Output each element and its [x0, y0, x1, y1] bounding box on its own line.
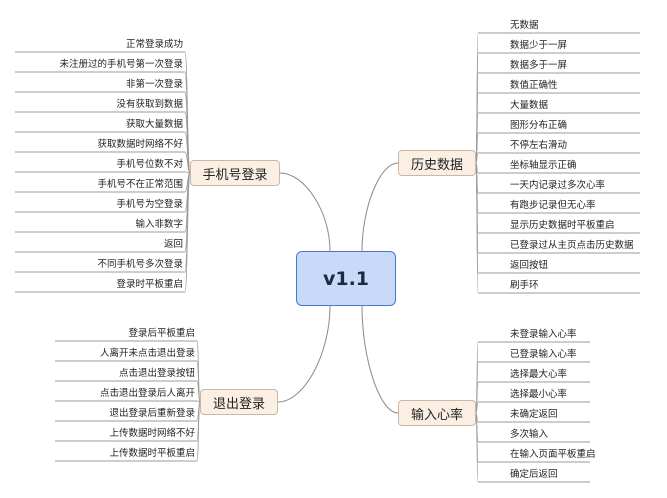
- leaf-connector: [184, 151, 191, 174]
- leaf-node[interactable]: 不同手机号多次登录: [97, 259, 183, 270]
- leaf-node[interactable]: 有跑步记录但无心率: [510, 200, 596, 211]
- leaf-node[interactable]: 确定后返回: [510, 469, 558, 480]
- leaf-node[interactable]: 登录时平板重启: [116, 279, 183, 290]
- branch-node-phone-login[interactable]: 手机号登录: [190, 160, 280, 186]
- leaf-node[interactable]: 数值正确性: [510, 80, 558, 91]
- leaf-node[interactable]: 获取大量数据: [125, 119, 183, 130]
- branch-connector: [277, 305, 331, 403]
- leaf-node[interactable]: 不停左右滑动: [510, 140, 568, 151]
- leaf-node[interactable]: 坐标轴显示正确: [510, 160, 577, 171]
- branch-node-logout[interactable]: 退出登录: [200, 389, 278, 415]
- leaf-connector: [475, 162, 479, 294]
- leaf-connector: [475, 412, 479, 483]
- leaf-node[interactable]: 已登录输入心率: [510, 349, 577, 360]
- leaf-node[interactable]: 点击退出登录按钮: [118, 368, 195, 379]
- leaf-node[interactable]: 退出登录后重新登录: [109, 408, 195, 419]
- leaf-connector: [475, 401, 479, 414]
- leaf-node[interactable]: 已登录过从主页点击历史数据: [510, 240, 634, 251]
- leaf-node[interactable]: 数据多于一屏: [510, 60, 568, 71]
- branch-label: 历史数据: [410, 157, 463, 173]
- leaf-node[interactable]: 未确定返回: [510, 409, 558, 420]
- branch-node-heart-rate-input[interactable]: 输入心率: [398, 400, 476, 426]
- branch-connector: [361, 305, 399, 414]
- leaf-node[interactable]: 未注册过的手机号第一次登录: [59, 59, 183, 70]
- leaf-node[interactable]: 选择最大心率: [510, 369, 568, 380]
- leaf-node[interactable]: 大量数据: [510, 100, 549, 111]
- leaf-node[interactable]: 上传数据时平板重启: [109, 448, 195, 459]
- leaf-node[interactable]: 获取数据时网络不好: [97, 139, 183, 150]
- leaf-node[interactable]: 数据少于一屏: [510, 40, 568, 51]
- leaf-node[interactable]: 在输入页面平板重启: [510, 449, 596, 460]
- leaf-node[interactable]: 手机号位数不对: [116, 159, 183, 170]
- leaf-node[interactable]: 输入非数字: [135, 219, 183, 230]
- branch-connector: [361, 162, 399, 252]
- leaf-node[interactable]: 人离开未点击退出登录: [99, 348, 195, 359]
- leaf-node[interactable]: 选择最小心率: [510, 389, 568, 400]
- branch-label: 输入心率: [410, 407, 463, 423]
- leaf-node[interactable]: 正常登录成功: [125, 39, 183, 50]
- leaf-connector: [184, 172, 191, 293]
- leaf-node[interactable]: 多次输入: [510, 429, 549, 440]
- leaf-connector: [196, 401, 201, 462]
- leaf-node[interactable]: 刷手环: [510, 280, 539, 291]
- root-label: v1.1: [322, 267, 370, 290]
- leaf-node[interactable]: 返回按钮: [510, 260, 549, 271]
- branch-label: 退出登录: [212, 396, 265, 412]
- leaf-node[interactable]: 上传数据时网络不好: [109, 428, 195, 439]
- branch-label: 手机号登录: [202, 167, 268, 183]
- leaf-node[interactable]: 返回: [163, 239, 183, 250]
- branch-node-history-data[interactable]: 历史数据: [398, 150, 476, 176]
- leaf-node[interactable]: 图形分布正确: [510, 120, 568, 131]
- root-node[interactable]: v1.1: [296, 251, 396, 306]
- branch-connector: [279, 172, 331, 252]
- leaf-node[interactable]: 手机号为空登录: [116, 199, 183, 210]
- leaf-node[interactable]: 点击退出登录后人离开: [99, 388, 195, 399]
- leaf-node[interactable]: 显示历史数据时平板重启: [510, 220, 615, 231]
- leaf-node[interactable]: 登录后平板重启: [128, 328, 195, 339]
- leaf-node[interactable]: 没有获取到数据: [116, 99, 183, 110]
- leaf-node[interactable]: 非第一次登录: [125, 79, 183, 90]
- leaf-node[interactable]: 一天内记录过多次心率: [510, 180, 606, 191]
- leaf-node[interactable]: 未登录输入心率: [510, 329, 577, 340]
- leaf-node[interactable]: 无数据: [510, 20, 539, 31]
- leaf-connector: [196, 380, 201, 403]
- leaf-node[interactable]: 手机号不在正常范围: [97, 179, 183, 190]
